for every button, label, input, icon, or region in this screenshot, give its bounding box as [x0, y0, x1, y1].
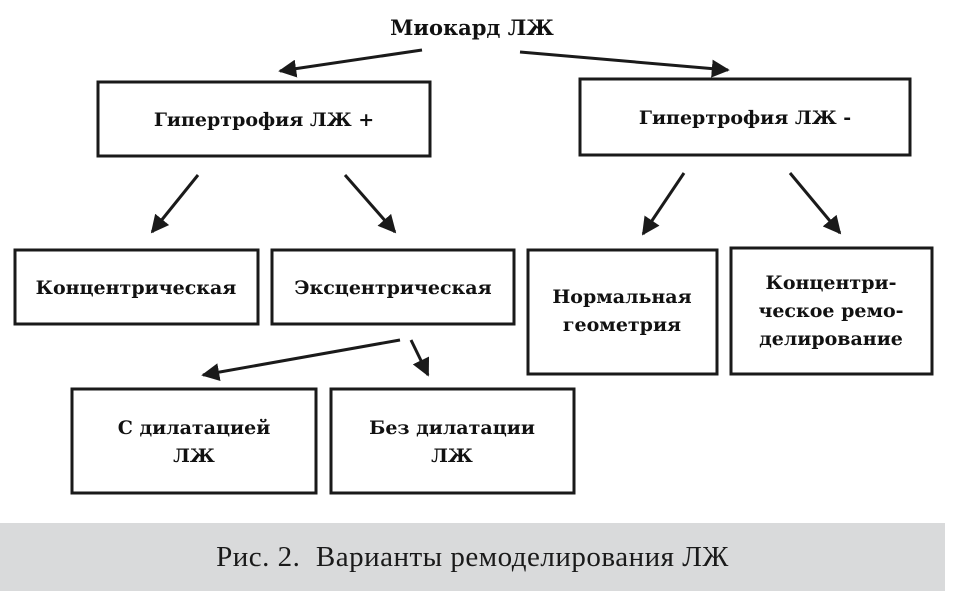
with-dilatation-line-2: ЛЖ — [173, 445, 215, 467]
remodeling-diagram: Миокард ЛЖ Гипертрофия ЛЖ + Гипертрофия … — [13, 15, 934, 495]
without-dilatation-box: Без дилатации ЛЖ — [329, 387, 576, 495]
arrow-minus-to-concentric-remodeling — [788, 172, 842, 235]
root-label: Миокард ЛЖ — [390, 15, 554, 40]
without-dilatation-line-2: ЛЖ — [431, 445, 473, 467]
concentric-remodeling-box: Концентри- ческое ремо- делирование — [729, 246, 934, 376]
hypertrophy-minus-label: Гипертрофия ЛЖ - — [639, 107, 851, 129]
with-dilatation-box: С дилатацией ЛЖ — [70, 387, 318, 495]
arrow-eccentric-to-without-dilatation — [409, 339, 430, 377]
hypertrophy-plus-label: Гипертрофия ЛЖ + — [154, 109, 374, 131]
without-dilatation-line-1: Без дилатации — [369, 417, 535, 439]
caption-bar: Рис. 2. Варианты ремоделирования ЛЖ — [0, 523, 945, 591]
concentric-box: Концентрическая — [13, 248, 260, 326]
concentric-label: Концентрическая — [36, 277, 237, 299]
figure-caption: Рис. 2. Варианты ремоделирования ЛЖ — [216, 540, 729, 573]
eccentric-box: Эксцентрическая — [270, 248, 516, 326]
arrow-plus-to-concentric — [150, 174, 200, 234]
arrow-plus-to-eccentric — [343, 174, 397, 234]
normal-geometry-line-2: геометрия — [563, 314, 681, 336]
hypertrophy-plus-box: Гипертрофия ЛЖ + — [96, 80, 432, 158]
arrow-root-to-hypertrophy-minus — [519, 50, 730, 78]
arrow-root-to-hypertrophy-plus — [278, 48, 423, 78]
arrow-eccentric-to-with-dilatation — [201, 338, 401, 382]
eccentric-label: Эксцентрическая — [294, 277, 491, 299]
with-dilatation-line-1: С дилатацией — [118, 417, 271, 439]
normal-geometry-box: Нормальная геометрия — [526, 248, 719, 376]
hypertrophy-minus-box: Гипертрофия ЛЖ - — [578, 77, 912, 157]
concentric-remodeling-line-3: делирование — [759, 328, 903, 350]
arrow-minus-to-normal-geometry — [641, 172, 686, 236]
normal-geometry-line-1: Нормальная — [552, 286, 691, 308]
concentric-remodeling-line-1: Концентри- — [766, 272, 897, 294]
concentric-remodeling-line-2: ческое ремо- — [758, 300, 903, 322]
